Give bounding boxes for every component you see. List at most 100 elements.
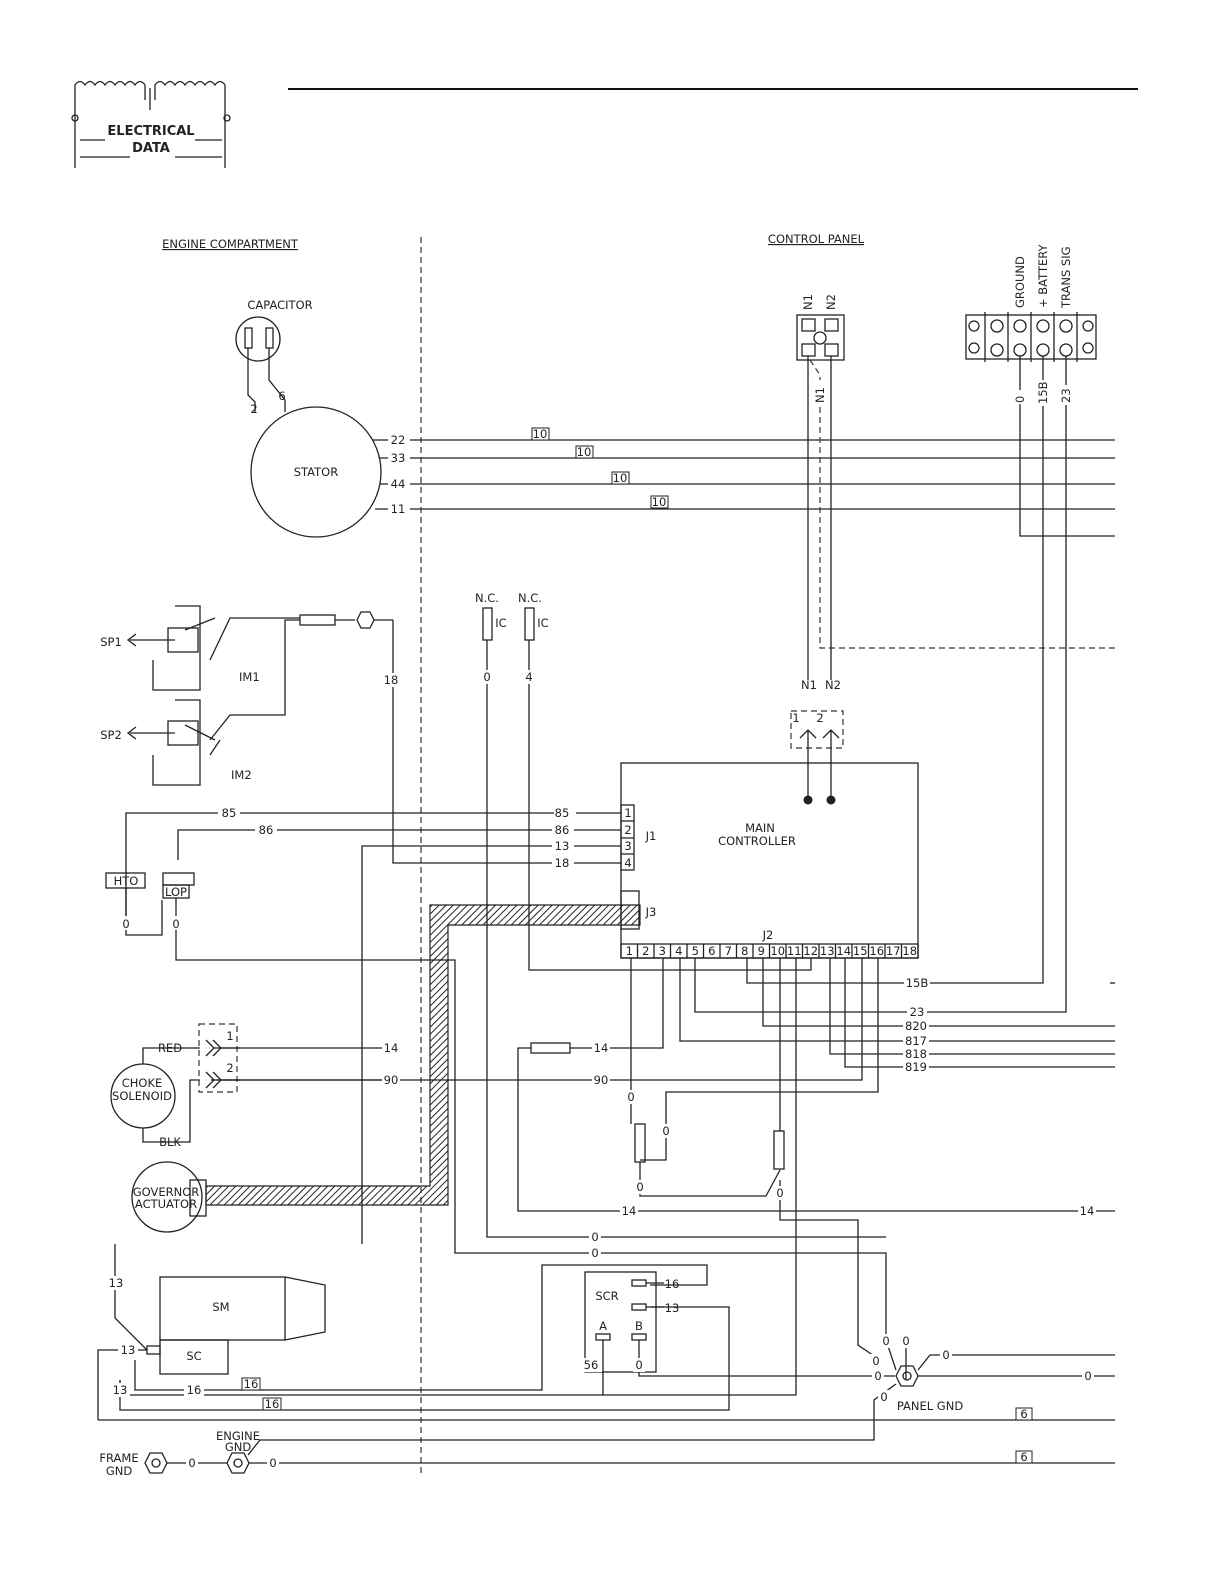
diagram-label: 1 bbox=[792, 711, 799, 725]
diagram-label: 0 bbox=[942, 1348, 949, 1362]
diagram-label: 818 bbox=[905, 1047, 927, 1061]
diagram-label: 0 bbox=[591, 1230, 598, 1244]
diagram-label: 90 bbox=[384, 1073, 399, 1087]
j2-pin-label: 18 bbox=[902, 944, 917, 958]
electrical-data-logo: ELECTRICAL DATA bbox=[71, 80, 231, 168]
diagram-label: 15B bbox=[906, 976, 929, 990]
j2-pin-label: 9 bbox=[758, 944, 765, 958]
diagram-label: 13 bbox=[121, 1343, 136, 1357]
diagram-label: 16 bbox=[187, 1383, 202, 1397]
diagram-label: PANEL GND bbox=[897, 1399, 964, 1413]
diagram-label: CHOKE bbox=[122, 1076, 163, 1090]
diagram-label: N2 bbox=[825, 678, 841, 692]
diagram-label: 2 bbox=[250, 402, 257, 416]
nc-ic-switch-2: N.C. IC 4 bbox=[518, 591, 812, 971]
diagram-label: + BATTERY bbox=[1036, 243, 1050, 308]
diagram-label: 14 bbox=[384, 1041, 399, 1055]
diagram-label: 820 bbox=[905, 1019, 927, 1033]
diagram-label: LOP bbox=[165, 885, 187, 899]
diagram-label: 15B bbox=[1036, 381, 1050, 404]
diagram-label: 85 bbox=[555, 806, 570, 820]
diagram-label: 1 bbox=[624, 806, 631, 820]
diagram-label: 11 bbox=[391, 502, 406, 516]
diagram-label: GND bbox=[225, 1440, 252, 1454]
nc-ic-switch-1: N.C. IC 0 bbox=[475, 591, 886, 1238]
diagram-label: 33 bbox=[391, 451, 406, 465]
diagram-label: 86 bbox=[555, 823, 570, 837]
j3-label: J3 bbox=[645, 905, 657, 919]
diagram-label: HTO bbox=[114, 874, 139, 888]
diagram-label: 14 bbox=[622, 1204, 637, 1218]
diagram-label: 3 bbox=[624, 839, 631, 853]
j1-wiring: 85 85 86 86 13 18 18 bbox=[125, 620, 621, 1244]
diagram-label: 0 bbox=[902, 1334, 909, 1348]
j2-wiring: 15B 23 820 817 818 819 14 90 0 0 0 0 14 … bbox=[119, 958, 1115, 1396]
diagram-label: N.C. bbox=[475, 591, 499, 605]
n1-n2-connector: N1 N2 N1 N1 N2 1 2 bbox=[790, 294, 1115, 805]
diagram-label: 4 bbox=[624, 856, 631, 870]
speed-sensor-sp2: SP2 IM2 bbox=[100, 699, 252, 786]
diagram-label: GROUND bbox=[1013, 256, 1027, 308]
diagram-label: 18 bbox=[384, 673, 399, 687]
j2-pin-label: 7 bbox=[725, 944, 732, 958]
stator-leads: 22 33 44 11 10 10 10 10 bbox=[373, 427, 1115, 516]
diagram-label: N1 bbox=[801, 678, 817, 692]
diagram-label: 0 bbox=[636, 1180, 643, 1194]
diagram-label: 6 bbox=[1020, 1407, 1027, 1421]
diagram-label: TRANS SIG bbox=[1059, 246, 1073, 309]
j2-pin-label: 3 bbox=[659, 944, 666, 958]
diagram-label: SP1 bbox=[100, 635, 122, 649]
j2-pin-label: 14 bbox=[836, 944, 851, 958]
diagram-label: 44 bbox=[391, 477, 406, 491]
diagram-label: ENGINE bbox=[216, 1429, 260, 1443]
j2-pin-label: 5 bbox=[692, 944, 699, 958]
diagram-label: 817 bbox=[905, 1034, 927, 1048]
diagram-label: 1 bbox=[226, 1029, 233, 1043]
diagram-label: 10 bbox=[652, 495, 667, 509]
diagram-label: 0 bbox=[269, 1456, 276, 1470]
diagram-label: IM2 bbox=[231, 768, 252, 782]
diagram-label: 0 bbox=[1013, 396, 1027, 403]
diagram-label: IC bbox=[537, 616, 548, 630]
diagram-label: A bbox=[599, 1319, 607, 1333]
diagram-label: 13 bbox=[665, 1301, 680, 1315]
diagram-label: SOLENOID bbox=[112, 1089, 172, 1103]
diagram-label: GOVERNOR bbox=[133, 1185, 200, 1199]
diagram-label: N1 bbox=[801, 294, 815, 310]
lop-switch: LOP 0 bbox=[162, 872, 887, 1340]
starter-motor: SM SC 13 13 13 16 16 16 bbox=[97, 1244, 730, 1420]
diagram-label: 13 bbox=[109, 1276, 124, 1290]
diagram-label: 6 bbox=[1020, 1450, 1027, 1464]
diagram-label: 819 bbox=[905, 1060, 927, 1074]
diagram-label: N2 bbox=[824, 294, 838, 310]
diagram-label: 0 bbox=[188, 1456, 195, 1470]
j2-pin-label: 12 bbox=[803, 944, 818, 958]
j2-pin-label: 11 bbox=[787, 944, 802, 958]
diagram-label: ACTUATOR bbox=[135, 1197, 197, 1211]
capacitor: CAPACITOR 2 6 bbox=[235, 298, 313, 416]
diagram-label: 2 bbox=[624, 823, 631, 837]
diagram-label: 0 bbox=[627, 1090, 634, 1104]
diagram-label: 0 bbox=[872, 1354, 879, 1368]
diagram-label: 16 bbox=[244, 1377, 259, 1391]
diagram-label: 22 bbox=[391, 433, 406, 447]
diagram-label: 14 bbox=[594, 1041, 609, 1055]
diagram-label: RED bbox=[158, 1041, 182, 1055]
diagram-label: SM bbox=[212, 1300, 229, 1314]
diagram-label: 23 bbox=[910, 1005, 925, 1019]
logo-text-electrical: ELECTRICAL bbox=[107, 124, 194, 139]
diagram-label: 0 bbox=[880, 1390, 887, 1404]
panel-ground: 0 0 0 0 0 0 0 PANEL GND 6 6 bbox=[98, 1334, 1115, 1464]
diagram-label: 2 bbox=[816, 711, 823, 725]
diagram-label: N1 bbox=[813, 387, 827, 403]
speed-sensor-sp1: SP1 IM1 bbox=[100, 605, 393, 741]
j1-connector: 1 2 3 4 bbox=[620, 804, 635, 871]
diagram-label: 0 bbox=[122, 917, 129, 931]
diagram-label: FRAME bbox=[99, 1451, 138, 1465]
diagram-label: 0 bbox=[483, 670, 490, 684]
diagram-label: CAPACITOR bbox=[247, 298, 312, 312]
diagram-label: CONTROLLER bbox=[718, 834, 796, 848]
diagram-label: 10 bbox=[533, 427, 548, 441]
actuator-harness bbox=[205, 904, 641, 1206]
